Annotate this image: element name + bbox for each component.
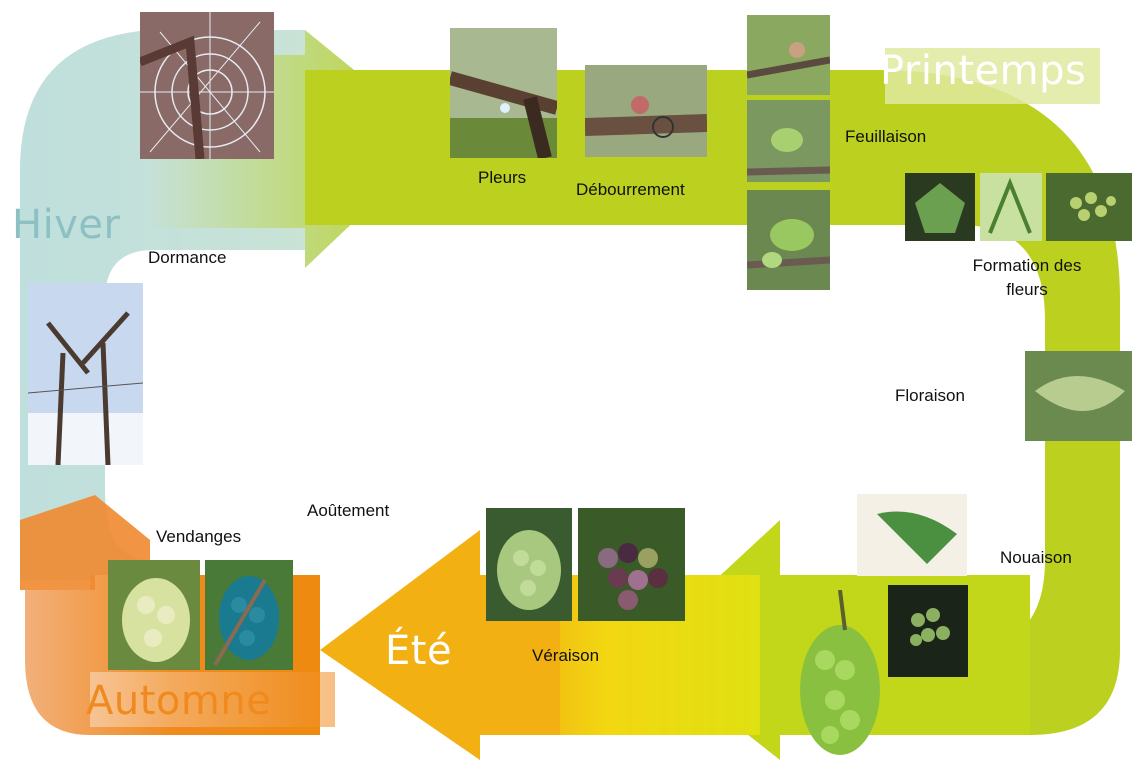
stage-floraison: Floraison bbox=[895, 386, 965, 405]
season-summer-label: Été bbox=[385, 628, 453, 674]
photo-feuillaison-3 bbox=[747, 190, 830, 290]
photo-nouaison-2 bbox=[888, 585, 968, 677]
photo-formation-3 bbox=[1046, 173, 1132, 241]
photo-veraison-1 bbox=[486, 508, 572, 621]
season-autumn-label: Automne bbox=[86, 678, 272, 724]
stage-pleurs: Pleurs bbox=[478, 168, 527, 187]
spring-label-bg bbox=[885, 48, 1100, 104]
autumn-label-bg bbox=[90, 672, 335, 727]
photo-feuillaison-2 bbox=[747, 100, 830, 182]
photo-nouaison-1 bbox=[857, 494, 967, 576]
photo-veraison-2 bbox=[578, 508, 685, 621]
season-spring-label: Printemps bbox=[880, 48, 1087, 94]
photo-formation-2 bbox=[980, 173, 1042, 241]
stage-aoutement: Aoûtement bbox=[307, 501, 390, 520]
photo-floraison bbox=[1025, 351, 1132, 441]
photo-feuillaison-1 bbox=[747, 15, 830, 95]
stage-feuillaison: Feuillaison bbox=[845, 127, 927, 146]
photo-nouaison-grapes bbox=[790, 590, 885, 760]
season-winter-label: Hiver bbox=[12, 202, 121, 248]
photo-debourrement bbox=[585, 65, 707, 157]
stage-formation: Formation des fleurs bbox=[972, 256, 1082, 299]
photo-pleurs bbox=[450, 28, 557, 158]
spring-band bbox=[305, 70, 1120, 735]
photo-hiver bbox=[28, 283, 143, 465]
stage-nouaison: Nouaison bbox=[1000, 548, 1072, 567]
photo-dormance bbox=[140, 12, 274, 159]
photo-vendanges-2 bbox=[205, 560, 293, 670]
stage-veraison: Véraison bbox=[532, 646, 600, 665]
stage-dormance: Dormance bbox=[148, 248, 227, 267]
photo-vendanges-1 bbox=[108, 560, 200, 670]
stage-vendanges: Vendanges bbox=[156, 527, 242, 546]
photo-formation-1 bbox=[905, 173, 975, 241]
stage-debourrement: Débourrement bbox=[576, 180, 685, 199]
